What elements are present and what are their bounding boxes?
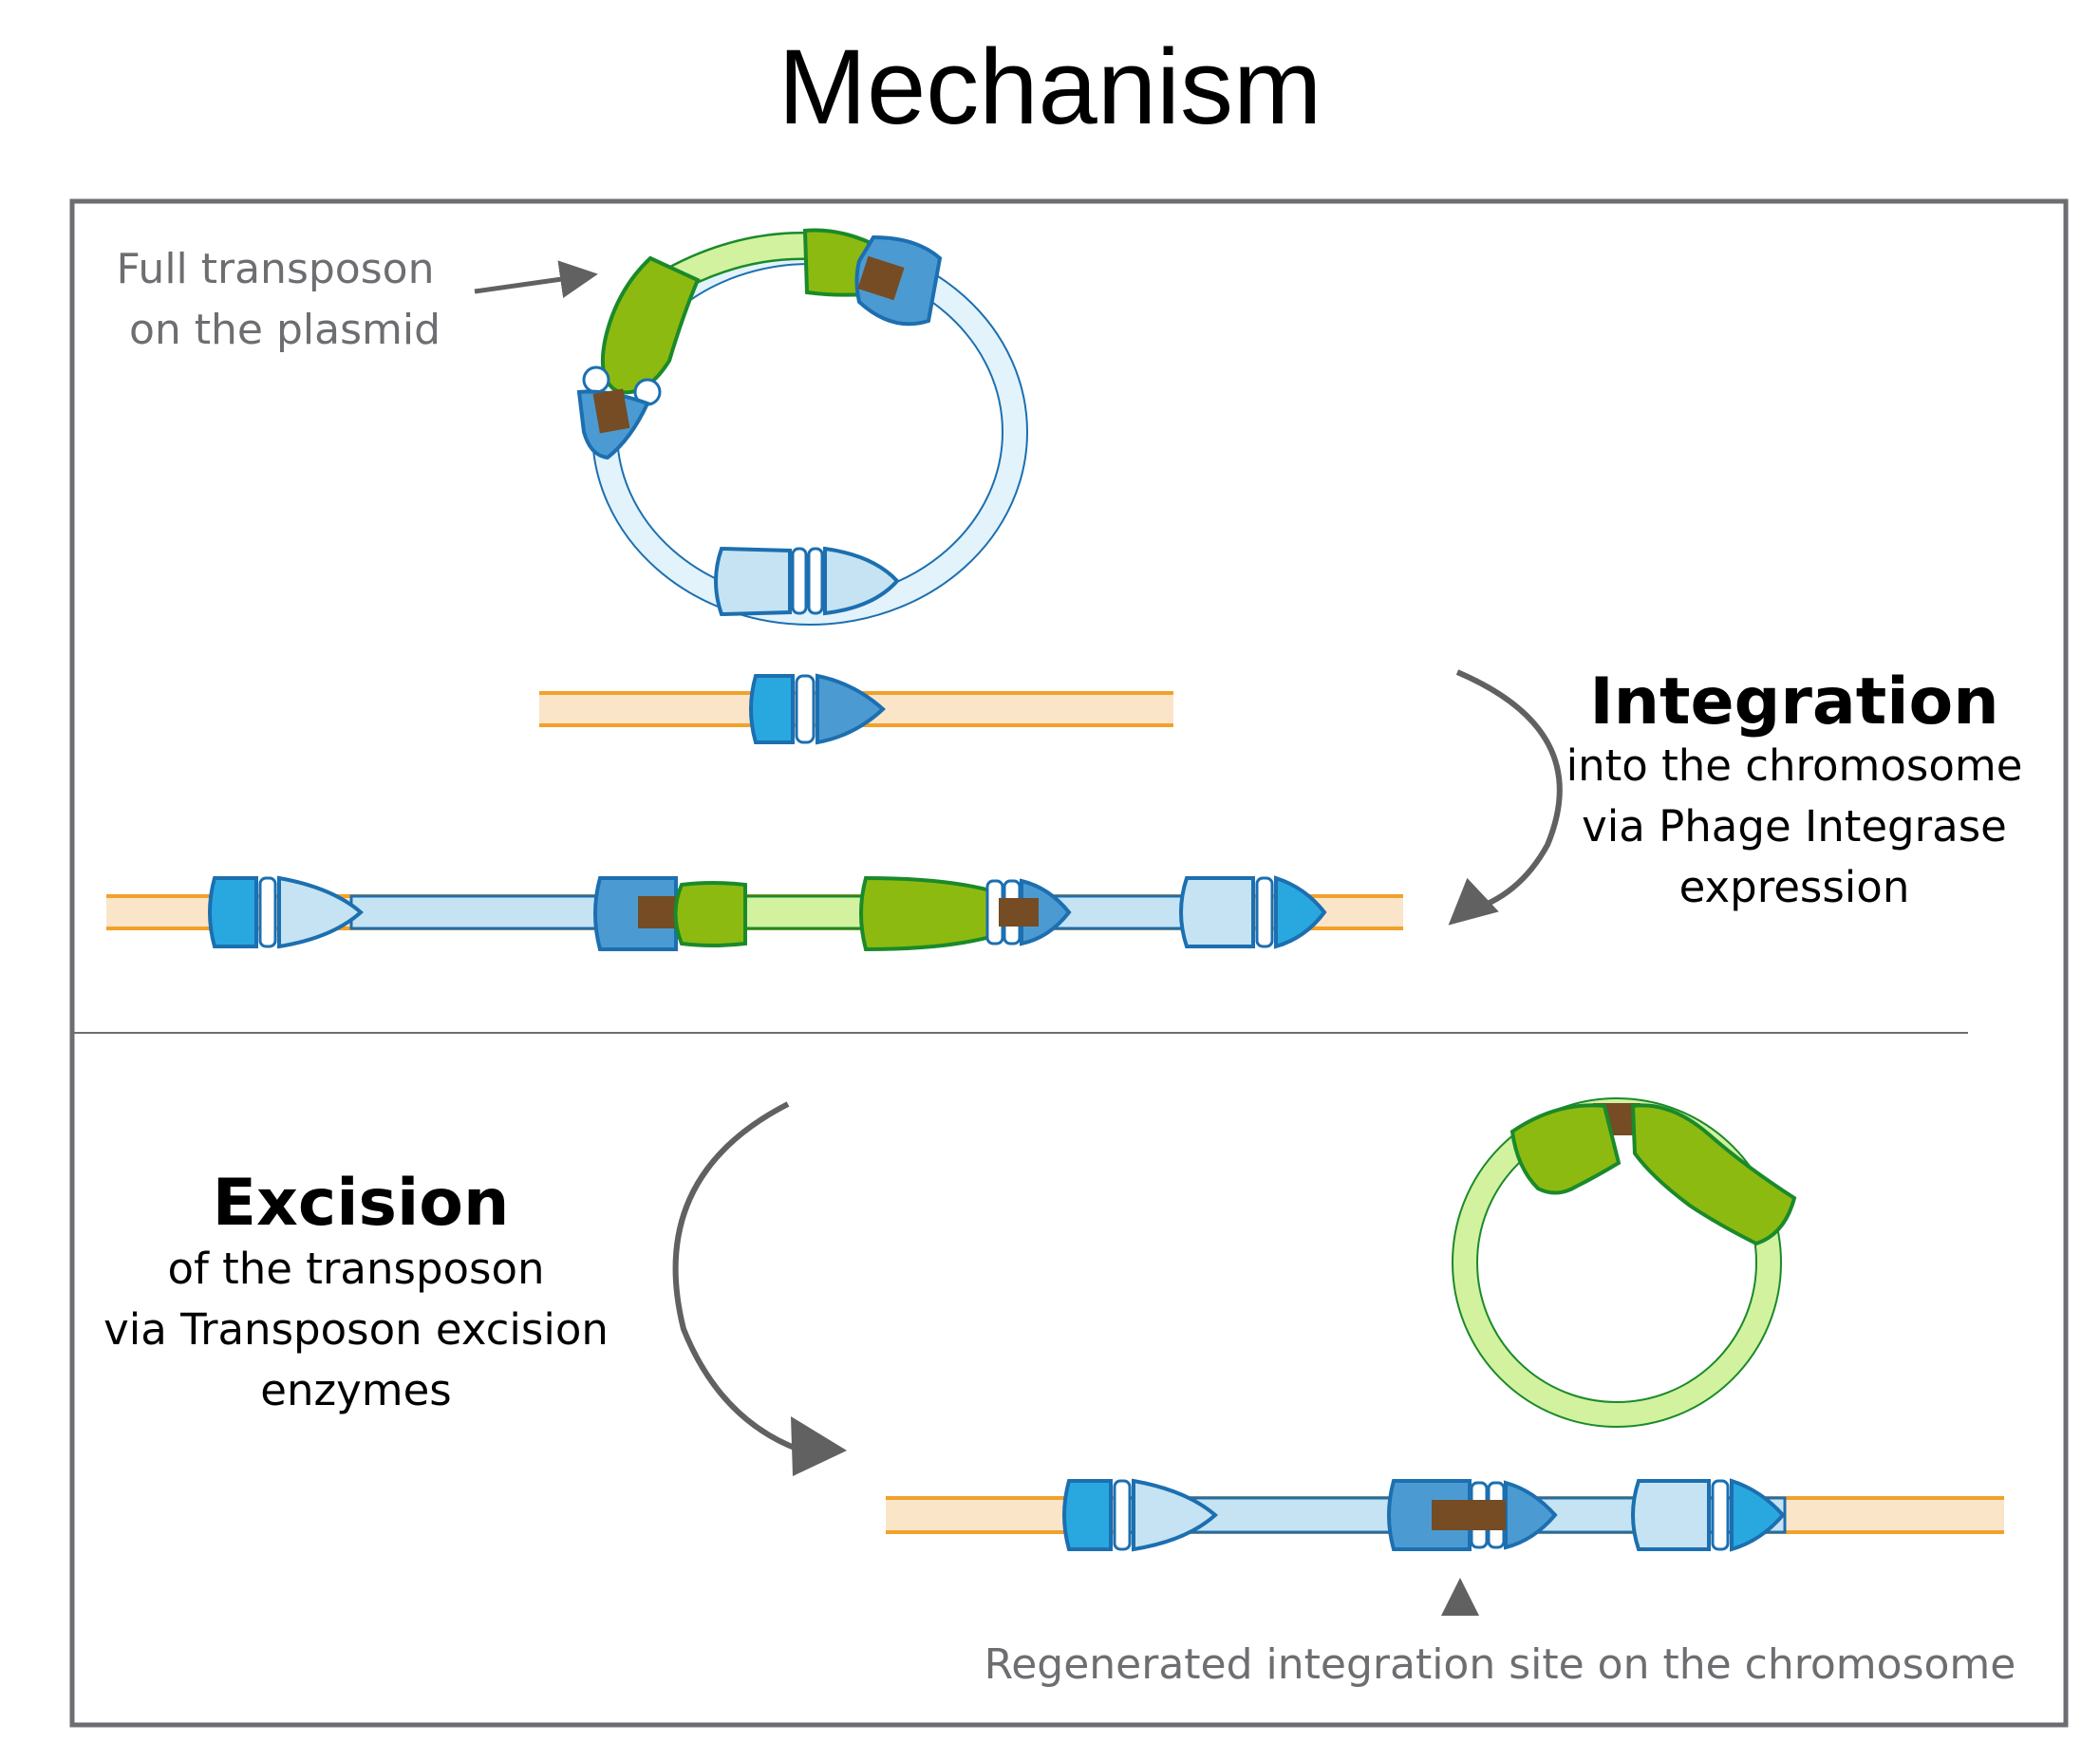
integration-arrow-head xyxy=(1448,877,1499,926)
excision-arrow xyxy=(672,1101,808,1455)
plasmid-label-line-2: on the plasmid xyxy=(129,306,441,354)
plasmid-label-line-1: Full transposon xyxy=(117,245,435,293)
integration-label: Integration into the chromosome via Phag… xyxy=(1566,665,2023,912)
excision-arrow-head xyxy=(791,1416,847,1476)
page-title: Mechanism xyxy=(778,28,1322,146)
excised-circle xyxy=(1452,1097,1797,1428)
plasmid-label: Full transposon on the plasmid xyxy=(117,245,441,354)
panel-frame xyxy=(69,198,2069,1728)
chromosome-regenerated xyxy=(886,1478,2004,1552)
plasmid-cargo-large xyxy=(600,255,701,395)
excision-label: Excision of the transposon via Transposo… xyxy=(103,1166,609,1415)
integration-arrow xyxy=(1455,669,1563,914)
plasmid xyxy=(576,228,1028,626)
regenerated-label: Regenerated integration site on the chro… xyxy=(984,1640,2016,1689)
plasmid-pointer-arrow xyxy=(474,260,598,299)
integration-line-2: via Phage Integrase xyxy=(1582,801,2007,852)
excision-heading: Excision xyxy=(213,1166,510,1241)
excision-line-2: via Transposon excision xyxy=(103,1304,609,1355)
integration-line-3: expression xyxy=(1679,862,1910,912)
excision-line-1: of the transposon xyxy=(167,1244,544,1294)
chromosome-attb xyxy=(539,673,1173,745)
chromosome-integrated xyxy=(106,875,1403,952)
integration-line-1: into the chromosome xyxy=(1566,740,2023,791)
excision-line-3: enzymes xyxy=(260,1365,451,1415)
integration-heading: Integration xyxy=(1589,665,1998,740)
